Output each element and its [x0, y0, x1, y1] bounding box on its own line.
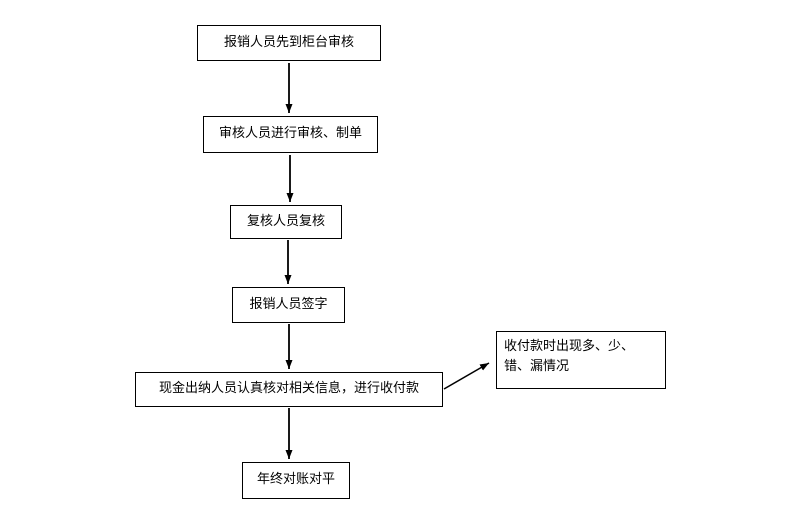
flow-node-step3: 复核人员复核: [230, 205, 342, 239]
arrow-step5-sidenote: [443, 362, 490, 390]
flow-node-step6: 年终对账对平: [242, 462, 350, 499]
flow-node-step2: 审核人员进行审核、制单: [203, 116, 378, 153]
flow-node-side-note: 收付款时出现多、少、错、漏情况: [496, 331, 666, 389]
flow-node-step5: 现金出纳人员认真核对相关信息，进行收付款: [135, 372, 443, 407]
flow-node-step4: 报销人员签字: [232, 287, 345, 323]
flow-node-step1: 报销人员先到柜台审核: [197, 25, 381, 61]
